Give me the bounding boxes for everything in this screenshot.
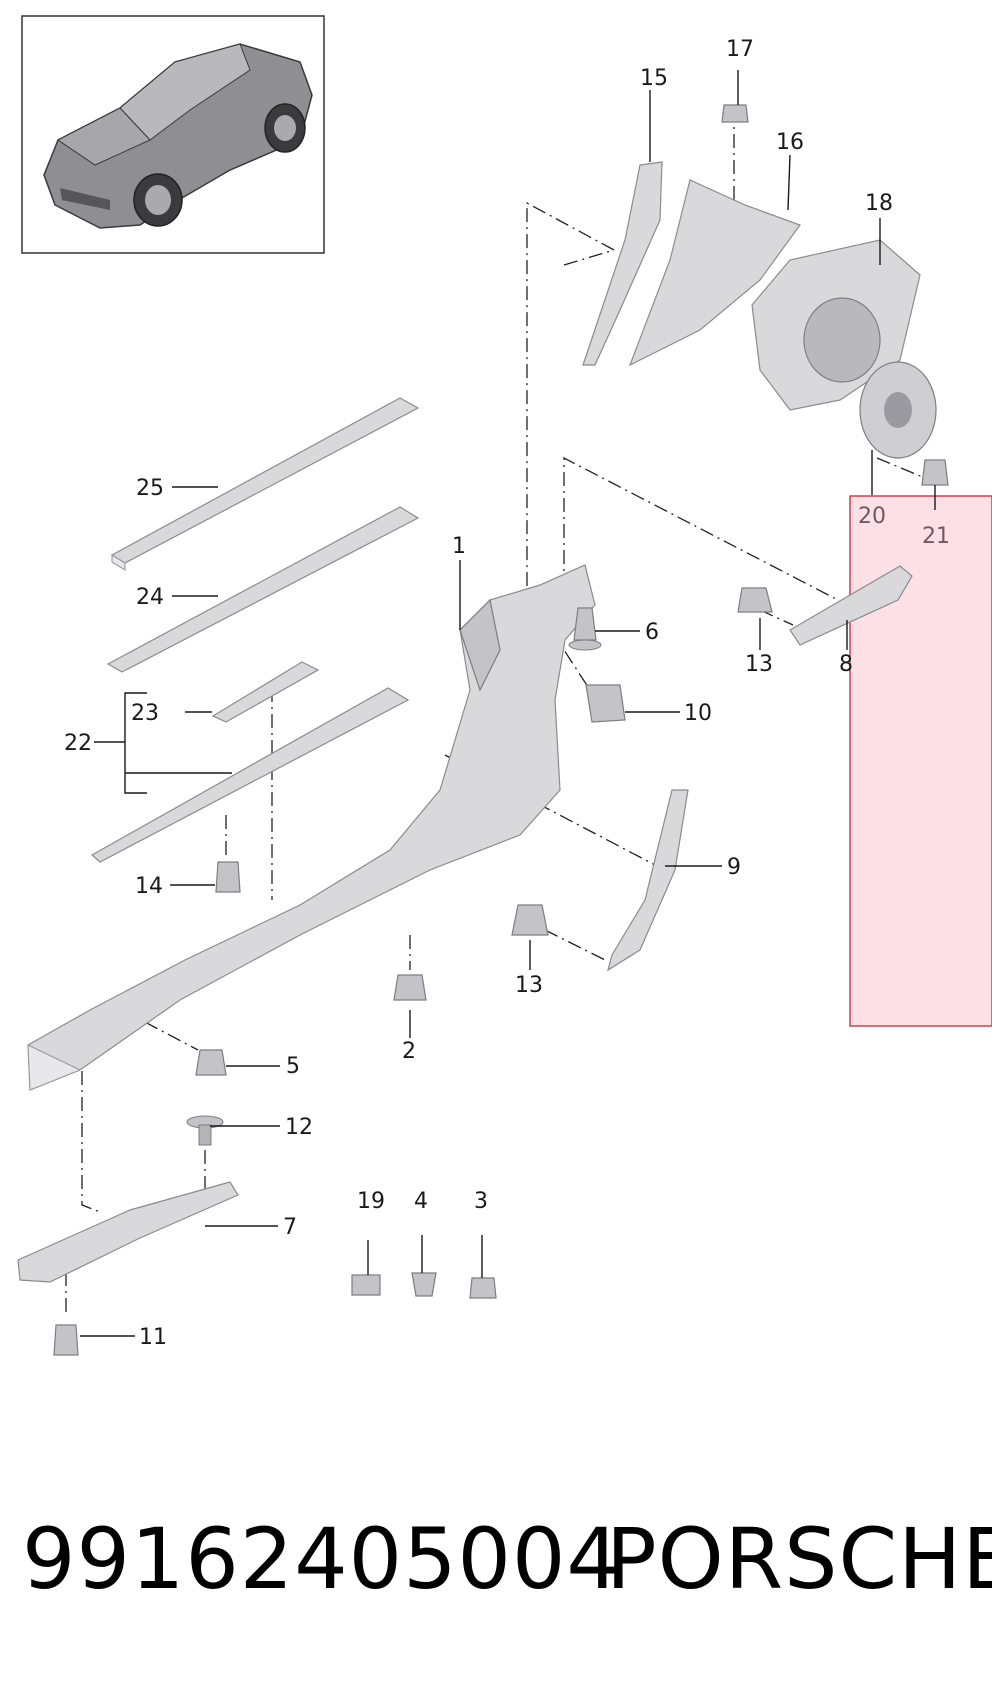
bracket-8 xyxy=(789,565,913,646)
callout-15: 15 xyxy=(640,66,668,91)
air-duct-15 xyxy=(582,161,663,366)
callout-13a: 13 xyxy=(745,652,773,677)
fastener-10 xyxy=(585,684,626,723)
air-duct-18 xyxy=(751,239,921,411)
leader-lines xyxy=(80,70,936,1337)
callout-22: 22 xyxy=(64,731,92,756)
brand-name: PORSCHE xyxy=(606,1510,992,1608)
footer: 99162405004 PORSCHE xyxy=(0,1510,992,1620)
callout-18: 18 xyxy=(865,191,893,216)
fastener-21 xyxy=(921,459,949,486)
bracket-7 xyxy=(17,1181,239,1283)
callout-10: 10 xyxy=(684,701,712,726)
callout-13b: 13 xyxy=(515,973,543,998)
side-panel-1 xyxy=(27,564,596,1091)
callout-1: 1 xyxy=(452,534,466,559)
fastener-11 xyxy=(53,1324,79,1356)
callout-9: 9 xyxy=(727,855,741,880)
bracket-9 xyxy=(607,789,689,972)
callout-19: 19 xyxy=(357,1189,385,1214)
fastener-17 xyxy=(721,104,749,123)
part-number: 99162405004 xyxy=(22,1510,621,1608)
vehicle-thumbnail xyxy=(21,15,325,254)
sill-trim-22 xyxy=(90,687,410,863)
callout-21: 21 xyxy=(922,524,950,549)
callout-12: 12 xyxy=(285,1115,313,1140)
callout-labels: 1 2 3 4 5 6 7 8 9 10 11 12 13 13 14 15 1… xyxy=(64,37,950,1350)
car-icon xyxy=(43,43,313,229)
callout-16: 16 xyxy=(776,130,804,155)
highlight-region xyxy=(849,495,992,1027)
callout-3: 3 xyxy=(474,1189,488,1214)
fastener-13b xyxy=(511,904,549,936)
fastener-14 xyxy=(215,861,241,893)
sill-trim-25 xyxy=(110,397,420,571)
callout-7: 7 xyxy=(283,1215,297,1240)
callout-20: 20 xyxy=(858,504,886,529)
fastener-12 xyxy=(186,1115,224,1146)
fastener-5 xyxy=(195,1049,227,1076)
fan-20 xyxy=(859,361,937,459)
fastener-2 xyxy=(393,974,427,1001)
callout-11: 11 xyxy=(139,1325,167,1350)
callout-17: 17 xyxy=(726,37,754,62)
fastener-19 xyxy=(351,1274,381,1296)
sill-trim-24 xyxy=(106,506,420,673)
callout-5: 5 xyxy=(286,1054,300,1079)
callout-14: 14 xyxy=(135,874,163,899)
fastener-13a xyxy=(737,587,773,613)
sill-trim-insert-23 xyxy=(211,661,320,723)
air-duct-16 xyxy=(628,179,801,367)
callout-8: 8 xyxy=(839,652,853,677)
callout-6: 6 xyxy=(645,620,659,645)
fastener-6 xyxy=(568,607,602,651)
callout-24: 24 xyxy=(136,585,164,610)
callout-4: 4 xyxy=(414,1189,428,1214)
callout-2: 2 xyxy=(402,1039,416,1064)
callout-25: 25 xyxy=(136,476,164,501)
fastener-4 xyxy=(411,1272,437,1297)
callout-23: 23 xyxy=(131,701,159,726)
fastener-3 xyxy=(469,1277,497,1299)
